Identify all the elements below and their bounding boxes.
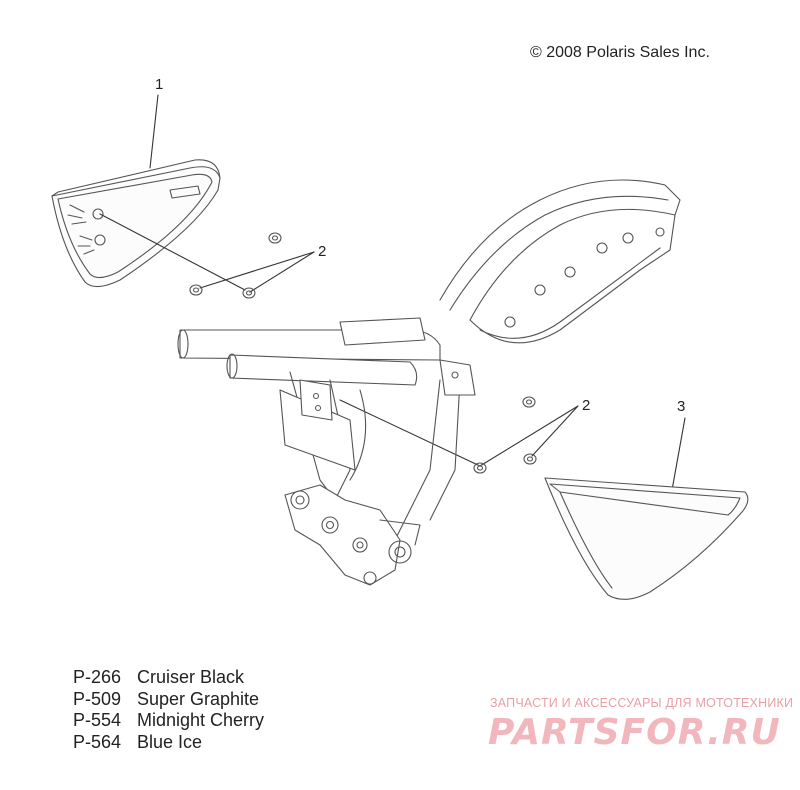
watermark-tagline: ЗАПЧАСТИ И АКСЕССУАРЫ ДЛЯ МОТОТЕХНИКИ: [490, 696, 794, 710]
left-side-cover: [51, 159, 221, 288]
legend-color-name: Blue Ice: [137, 731, 203, 752]
watermark-logo: PARTSFOR.RU: [488, 712, 781, 753]
color-code-legend: P-266 Cruiser Black P-509 Super Graphite P…: [73, 667, 264, 753]
legend-row: P-509 Super Graphite: [73, 689, 264, 711]
callout-number-1: 1: [155, 76, 164, 93]
legend-color-name: Cruiser Black: [137, 667, 245, 687]
legend-code: P-564: [73, 731, 122, 752]
leader-lines: [99, 94, 686, 491]
callout-number-2-lower: 2: [582, 397, 591, 414]
grommets: [189, 232, 537, 474]
legend-color-name: Super Graphite: [137, 688, 260, 709]
legend-color-name: Midnight Cherry: [137, 710, 265, 730]
callout-number-2-upper: 2: [318, 243, 327, 260]
legend-code: P-554: [73, 710, 122, 730]
right-side-cover: [544, 477, 749, 600]
legend-row: P-564 Blue Ice: [73, 732, 264, 754]
legend-code: P-266: [73, 667, 122, 687]
legend-row: P-554 Midnight Cherry: [73, 710, 264, 732]
copyright-notice: © 2008 Polaris Sales Inc.: [530, 44, 710, 61]
callout-number-3: 3: [677, 398, 686, 415]
legend-row: P-266 Cruiser Black: [73, 667, 264, 689]
legend-code: P-509: [73, 688, 122, 709]
motorcycle-frame: [177, 179, 681, 586]
